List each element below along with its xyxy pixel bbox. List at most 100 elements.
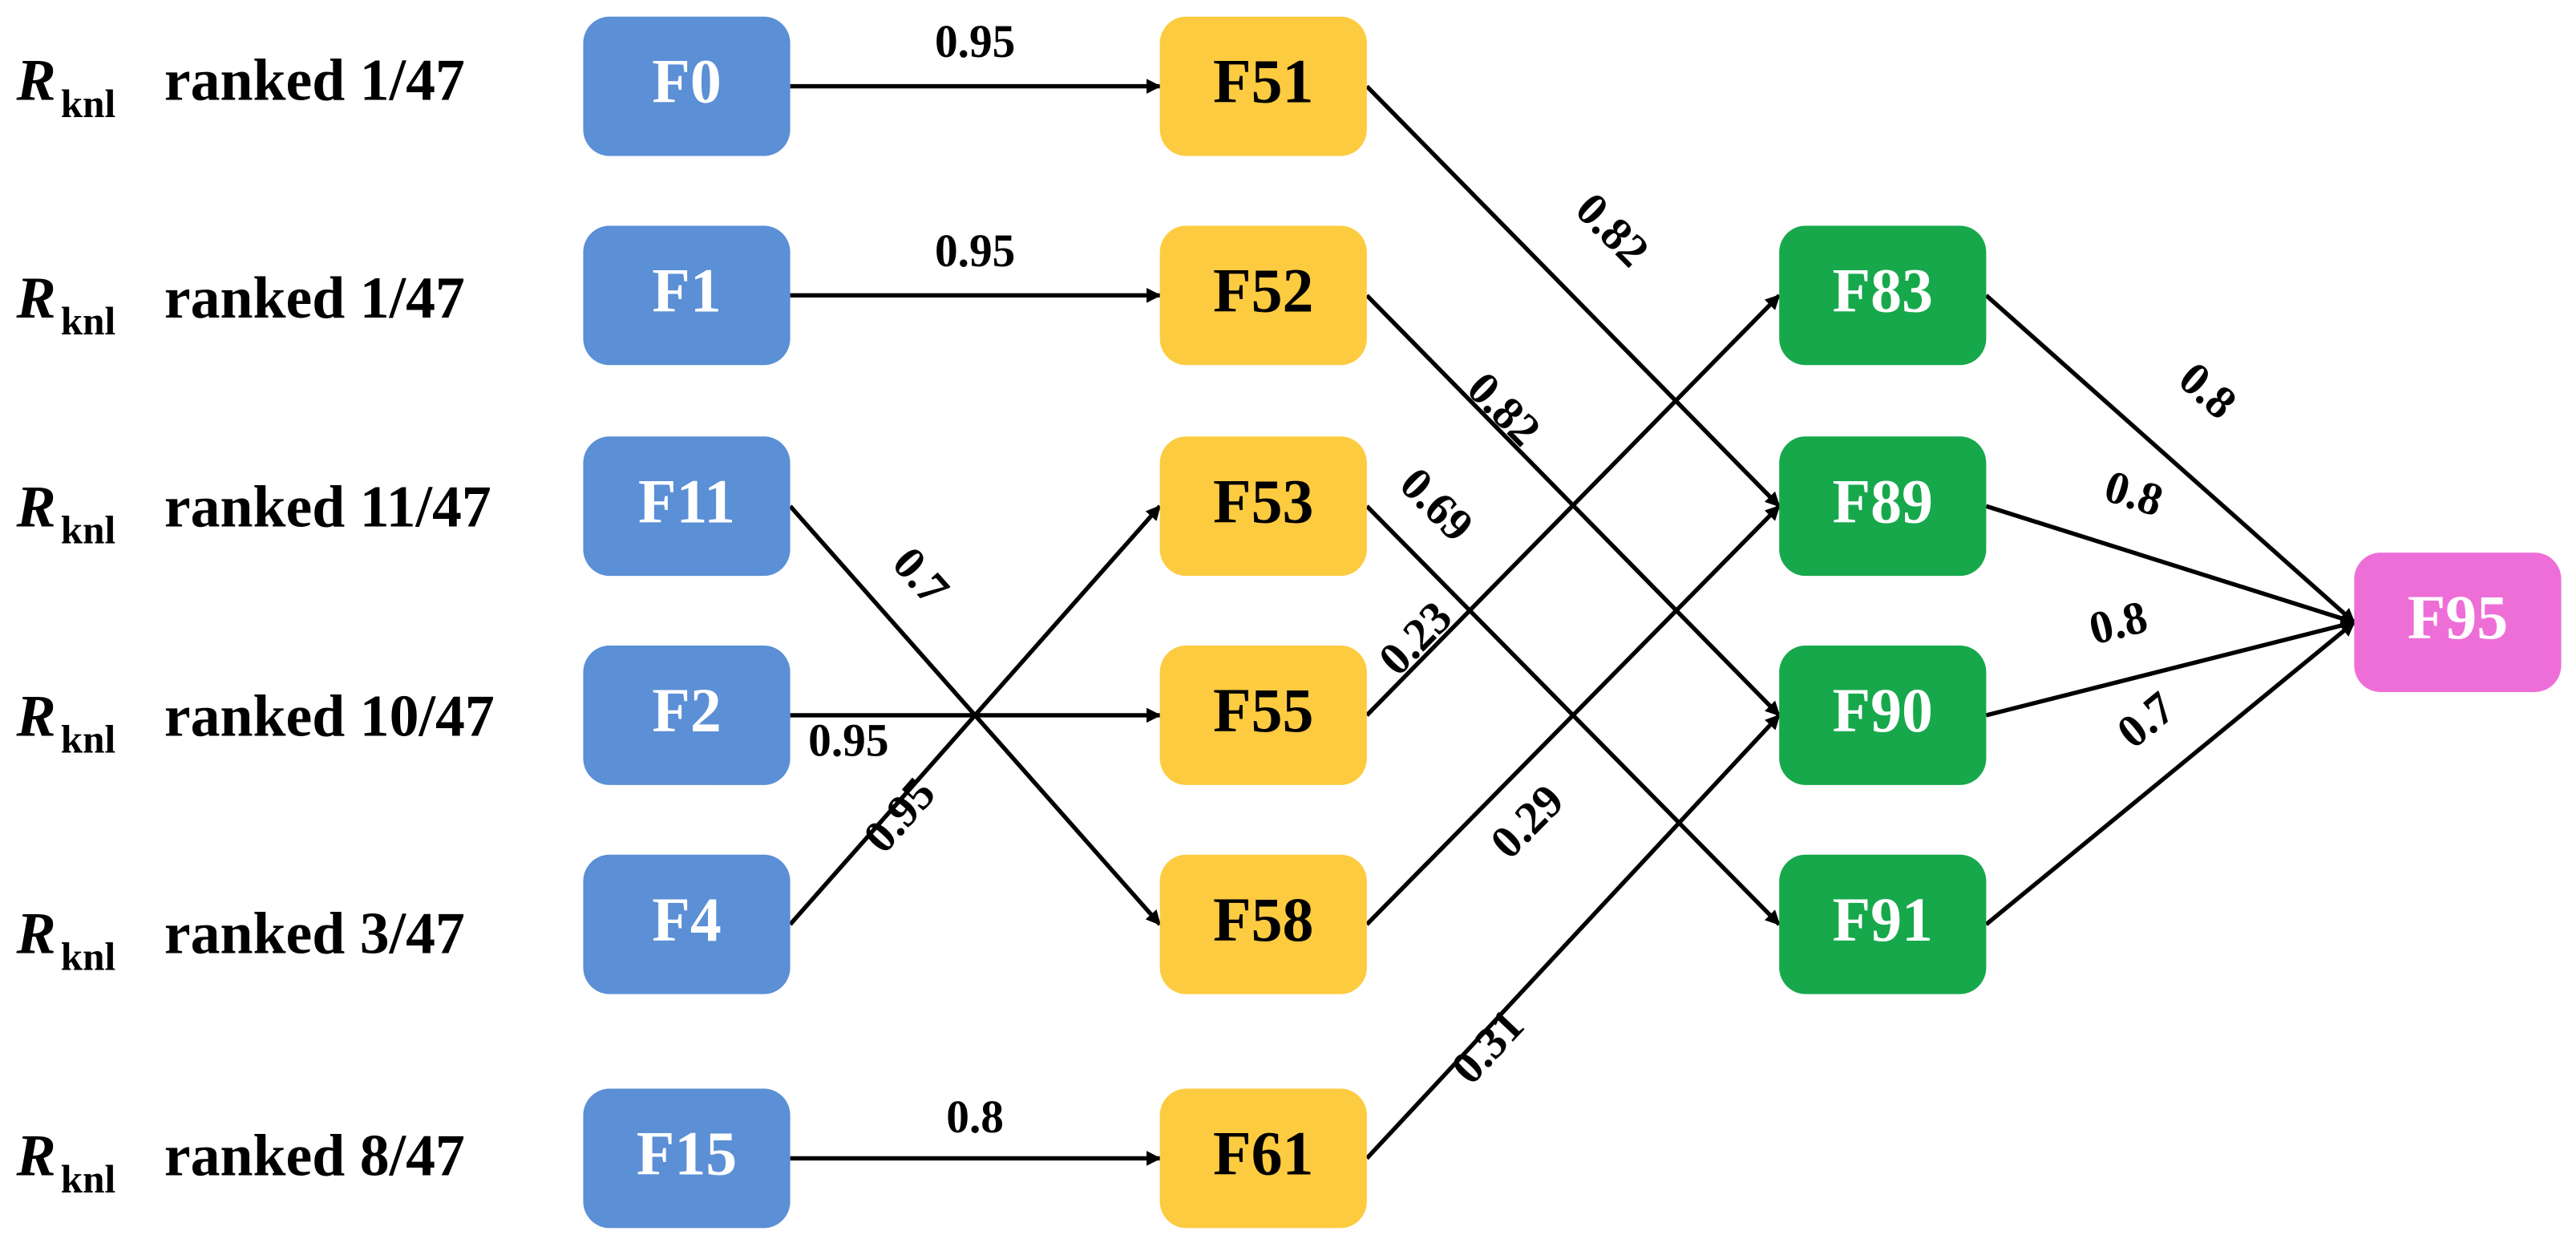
edge-f91-to-f95 [1984,620,2356,926]
edges [788,79,2356,1166]
edge-f51-to-f89 [1365,84,1781,508]
rank-subscript: knl [61,717,115,761]
edge-weight-f53-to-f91: 0.69 [1390,458,1482,552]
node-label: F15 [637,1118,737,1188]
node-label: F55 [1213,675,1313,745]
rank-subscript: knl [61,1157,115,1201]
edge-f4-to-f53 [788,504,1162,926]
edge-weight-f52-to-f90: 0.82 [1458,362,1550,456]
edge-f55-to-f83 [1365,294,1781,717]
node-box [1159,436,1367,577]
rank-value: ranked 3/47 [164,901,465,966]
node-label: F95 [2408,582,2508,652]
node-box [583,854,791,994]
node-box [1159,16,1367,156]
edge-weight-f91-to-f95: 0.7 [2108,682,2184,759]
rank-symbol: R [15,683,55,749]
node-box [583,436,791,577]
node-box [1159,225,1367,366]
edge-weight-f89-to-f95: 0.8 [2099,461,2169,527]
rank-symbol: R [15,474,55,540]
edge-f61-to-f90 [1365,714,1781,1160]
rank-value: ranked 11/47 [164,474,491,540]
rank-subscript: knl [61,934,115,978]
edge-weight-f61-to-f90: 0.31 [1442,1000,1534,1094]
node-label: F61 [1213,1118,1313,1188]
rank-subscript: knl [61,82,115,126]
node-f58: F58 [1159,854,1367,994]
rank-symbol: R [15,1123,55,1188]
node-box [1159,854,1367,994]
node-label: F91 [1833,884,1933,954]
edge-weight-f90-to-f95: 0.8 [2085,592,2153,655]
node-f15: F15 [583,1088,791,1229]
edge-weight-f11-to-f58: 0.7 [883,538,959,615]
edge-weight-f58-to-f89: 0.29 [1481,775,1573,869]
rank-value: ranked 1/47 [164,265,465,330]
node-label: F4 [652,884,722,954]
node-f83: F83 [1779,225,1987,366]
node-box [1159,646,1367,785]
node-f4: F4 [583,854,791,994]
node-f11: F11 [583,436,791,577]
node-label: F58 [1213,884,1313,954]
node-label: F0 [652,46,722,115]
rank-value: ranked 10/47 [164,683,495,749]
node-box [583,646,791,785]
edge-f83-to-f95 [1984,294,2356,625]
node-f61: F61 [1159,1088,1367,1229]
edge-weight-f83-to-f95: 0.8 [2170,353,2246,429]
rank-symbol: R [15,47,55,113]
node-label: F53 [1213,466,1313,536]
node-label: F89 [1833,466,1933,536]
node-f90: F90 [1779,646,1987,785]
node-label: F90 [1833,675,1933,745]
node-f52: F52 [1159,225,1367,366]
node-box [1779,436,1987,577]
edge-weight-f15-to-f61: 0.8 [946,1092,1004,1143]
node-box [583,1088,791,1229]
rank-subscript: knl [61,508,115,553]
node-box [1779,646,1987,785]
node-label: F83 [1833,255,1933,325]
node-label: F51 [1213,46,1313,115]
node-label: F1 [652,255,722,325]
edge-weight-f2-to-f55: 0.95 [808,715,888,766]
node-f2: F2 [583,646,791,785]
node-label: F11 [638,466,735,536]
node-f53: F53 [1159,436,1367,577]
node-f95: F95 [2354,553,2562,692]
rank-value: ranked 8/47 [164,1123,465,1188]
node-label: F2 [652,675,722,745]
rank-value: ranked 1/47 [164,47,465,113]
node-f0: F0 [583,16,791,156]
node-label: F52 [1213,255,1313,325]
node-f89: F89 [1779,436,1987,577]
node-box [583,225,791,366]
edge-f58-to-f89 [1365,504,1781,926]
edge-weights: 0.950.950.70.950.950.80.820.820.690.230.… [808,17,2246,1143]
edge-weight-f55-to-f83: 0.23 [1369,592,1462,686]
rank-subscript: knl [61,299,115,343]
rank-symbol: R [15,901,55,966]
node-f55: F55 [1159,646,1367,785]
edge-weight-f51-to-f89: 0.82 [1566,184,1658,277]
node-f51: F51 [1159,16,1367,156]
edge-f89-to-f95 [1985,504,2356,626]
rank-symbol: R [15,265,55,330]
edge-weight-f0-to-f51: 0.95 [935,17,1015,67]
node-f91: F91 [1779,854,1987,994]
node-box [2354,553,2562,692]
node-box [583,16,791,156]
node-box [1159,1088,1367,1229]
node-box [1779,225,1987,366]
node-f1: F1 [583,225,791,366]
